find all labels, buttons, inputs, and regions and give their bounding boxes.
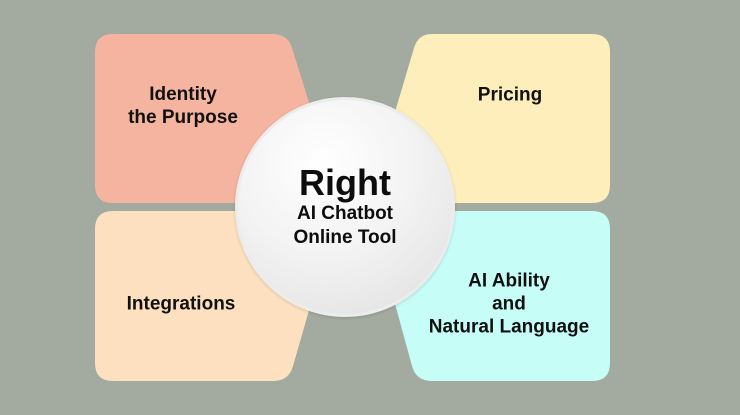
quadrant-bottom-right-shape [394,211,610,381]
quadrant-top-right-line1: Pricing [477,84,543,106]
quadrant-top-left-line1: Identity [149,84,217,105]
quadrant-top-right-shape [395,34,610,203]
center-subtitle-line2: Online Tool [293,227,397,248]
center-title: Right [299,162,391,203]
center-circle: Right AI Chatbot Online Tool [235,97,455,317]
quadrant-bottom-right-line2: and [492,293,526,315]
center-subtitle-line1: AI Chatbot [296,203,394,224]
quadrant-top-left-label: Identity the Purpose [128,83,238,129]
quadrant-bottom-right-label: AI Ability and Natural Language [429,270,589,339]
quadrant-bottom-right-line1: AI Ability [468,270,550,292]
quadrant-bottom-left-label: Integrations [127,293,236,316]
quadrant-bottom-right-line3: Natural Language [428,316,590,338]
quadrant-top-left-line2: the Purpose [128,107,238,128]
quadrant-bottom-left-line1: Integrations [126,293,236,315]
quadrant-top-right-label: Pricing [478,84,542,107]
